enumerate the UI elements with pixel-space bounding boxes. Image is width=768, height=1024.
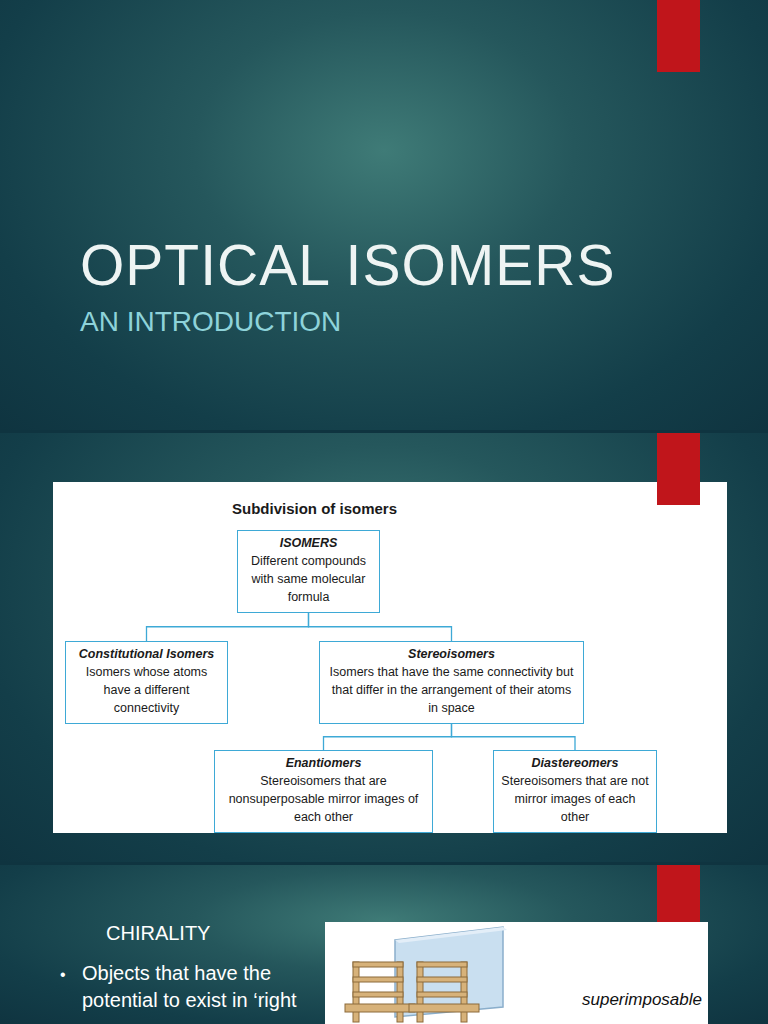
slide-ground xyxy=(0,0,768,430)
accent-bar xyxy=(657,0,700,72)
bullet-text: Objects that have the potential to exist… xyxy=(82,960,297,1014)
box-heading: Diastereomers xyxy=(500,754,650,772)
box-text: Isomers that have the same connectivity … xyxy=(326,663,577,717)
tree-box: StereoisomersIsomers that have the same … xyxy=(319,641,584,724)
tree-connector xyxy=(324,724,452,751)
section-heading: CHIRALITY xyxy=(106,922,210,945)
tree-connector xyxy=(147,613,309,642)
accent-bar xyxy=(657,433,700,505)
tree-box: ISOMERSDifferent compounds with same mol… xyxy=(237,530,380,613)
box-heading: Constitutional Isomers xyxy=(72,645,221,663)
box-heading: ISOMERS xyxy=(244,534,373,552)
box-heading: Stereoisomers xyxy=(326,645,577,663)
diagram-heading: Subdivision of isomers xyxy=(232,500,397,517)
box-text: Stereoisomers that are nonsuperposable m… xyxy=(221,772,426,826)
box-text: Isomers whose atoms have a different con… xyxy=(72,663,221,717)
box-text: Different compounds with same molecular … xyxy=(244,552,373,606)
bullet-mark: • xyxy=(60,966,66,984)
tree-connector xyxy=(309,613,452,642)
tree-box: DiastereomersStereoisomers that are not … xyxy=(493,750,657,833)
picture-caption: superimposable xyxy=(582,990,702,1010)
tree-box: Constitutional IsomersIsomers whose atom… xyxy=(65,641,228,724)
box-text: Stereoisomers that are not mirror images… xyxy=(500,772,650,826)
slide-title: OPTICAL ISOMERS xyxy=(80,232,616,298)
tree-box: EnantiomersStereoisomers that are nonsup… xyxy=(214,750,433,833)
slide-subtitle: AN INTRODUCTION xyxy=(80,306,341,338)
box-heading: Enantiomers xyxy=(221,754,426,772)
tree-connector xyxy=(452,724,576,751)
